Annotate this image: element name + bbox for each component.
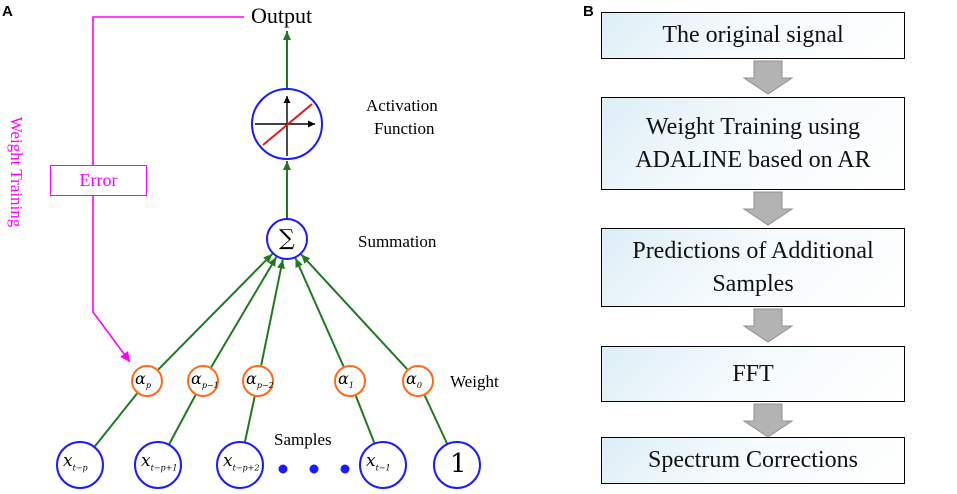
sample-to-weight-line	[354, 395, 376, 444]
flow-down-arrow	[742, 308, 794, 343]
activation-label-line2: Function	[374, 119, 435, 138]
error-label: Error	[79, 170, 118, 190]
weight-node-label: αp	[135, 369, 151, 391]
sample-node-label: 1	[450, 449, 467, 479]
step-original-signal-text: The original signal	[662, 22, 844, 48]
sample-node-label: xt−p	[63, 451, 88, 473]
weight-label: Weight	[450, 372, 499, 391]
weight-training-vertical-label: Weight Training	[7, 116, 26, 228]
weight-to-sum-arrow	[157, 253, 273, 371]
sample-node	[134, 441, 182, 489]
sample-nodes	[56, 441, 481, 489]
weight-node-label: α1	[338, 369, 354, 391]
sample-node	[56, 441, 104, 489]
weight-node-label: αp−2	[246, 369, 274, 391]
step-spectrum-corrections: Spectrum Corrections	[601, 437, 905, 484]
weight-to-sum-arrow	[260, 259, 285, 366]
sample-to-weight-line	[423, 395, 449, 445]
flow-arrows	[742, 60, 794, 438]
sample-node-label: xt−p+2	[223, 451, 260, 473]
step-weight-training-text: Weight Training using ADALINE based on A…	[635, 113, 871, 173]
sample-node	[216, 441, 264, 489]
weight-nodes	[131, 365, 434, 397]
activation-curve	[262, 103, 313, 146]
sample-to-weight-line	[243, 396, 256, 443]
sample-to-weight-line	[93, 392, 138, 448]
activation-label-line1: Activation	[366, 96, 438, 115]
output-label: Output	[251, 3, 313, 28]
weight-node-label: αp−1	[191, 369, 219, 391]
panel-a-letter: A	[2, 3, 13, 20]
flow-down-arrow	[742, 403, 794, 438]
sample-node	[433, 441, 481, 489]
summation-node	[266, 218, 308, 260]
weight-node	[242, 365, 274, 397]
weight-to-sum-arrow	[210, 256, 278, 368]
step-predictions-text: Predictions of Additional Samples	[632, 237, 874, 297]
weight-node	[131, 365, 163, 397]
weight-to-sum-arrow	[294, 257, 345, 367]
summation-symbol: ∑	[279, 226, 295, 251]
flow-down-arrow	[742, 191, 794, 226]
activation-node	[251, 88, 323, 160]
step-original-signal: The original signal	[601, 12, 905, 59]
step-fft-text: FFT	[732, 360, 774, 387]
sample-node	[359, 441, 407, 489]
sample-to-weight-line	[167, 394, 197, 446]
step-predictions: Predictions of Additional Samples	[601, 228, 905, 307]
weight-node-label: α0	[406, 369, 422, 391]
sample-node-label: xt−1	[366, 451, 391, 473]
ellipsis-dots	[278, 464, 350, 474]
flow-down-arrow	[742, 60, 794, 95]
feedback-line-top	[92, 16, 244, 165]
feedback-line-bottom	[92, 196, 131, 363]
step-weight-training: Weight Training using ADALINE based on A…	[601, 97, 905, 190]
error-box: Error	[50, 165, 147, 196]
sample-node-label: xt−p+1	[141, 451, 178, 473]
connections	[93, 31, 449, 448]
step-fft: FFT	[601, 346, 905, 402]
step-spectrum-corrections-text: Spectrum Corrections	[648, 447, 858, 473]
samples-label: Samples	[274, 430, 332, 449]
weight-node	[334, 365, 366, 397]
error-feedback-path	[92, 16, 244, 363]
panel-b-letter: B	[583, 3, 594, 20]
summation-label: Summation	[358, 232, 437, 251]
weight-to-sum-arrow	[300, 253, 408, 370]
weight-node	[402, 365, 434, 397]
weight-node	[187, 365, 219, 397]
